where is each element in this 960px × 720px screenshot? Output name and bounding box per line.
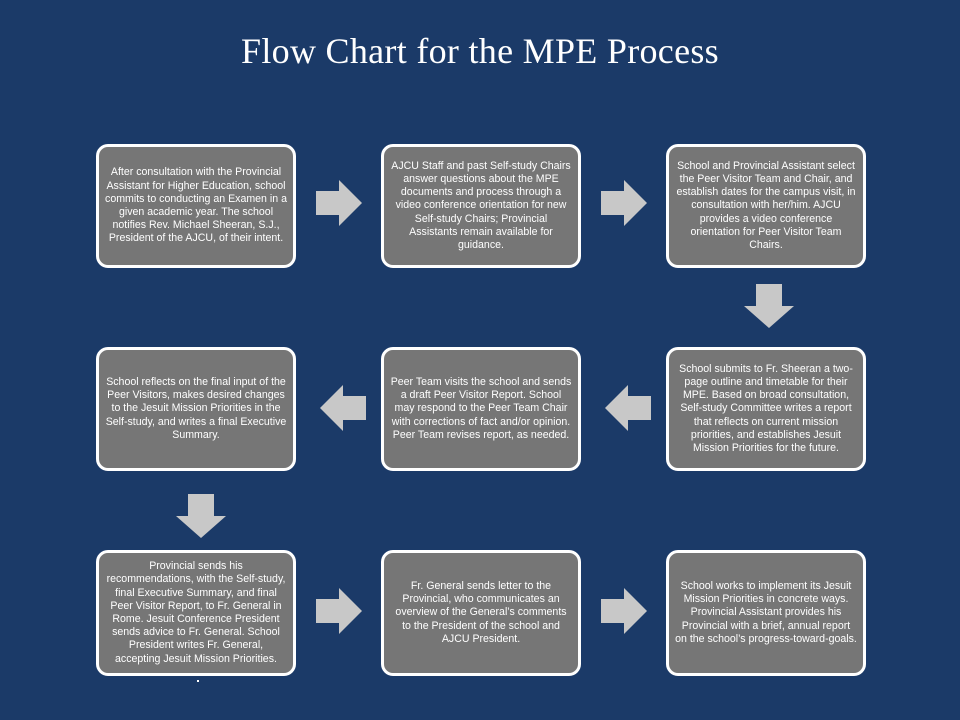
arrow-left-icon bbox=[605, 385, 651, 431]
step-text: School reflects on the final input of th… bbox=[105, 375, 287, 441]
arrow-left-icon bbox=[320, 385, 366, 431]
step-text: Peer Team visits the school and sends a … bbox=[390, 375, 572, 441]
page-title: Flow Chart for the MPE Process bbox=[241, 31, 719, 71]
step-box-1: After consultation with the Provincial A… bbox=[96, 144, 296, 268]
arrow-right-icon bbox=[316, 588, 362, 634]
step-text: School works to implement its Jesuit Mis… bbox=[675, 579, 857, 645]
step-text: After consultation with the Provincial A… bbox=[105, 166, 287, 245]
step-text: School and Provincial Assistant select t… bbox=[676, 159, 856, 251]
arrow-right-icon bbox=[316, 180, 362, 226]
step-box-5: Peer Team visits the school and sends a … bbox=[381, 347, 581, 471]
step-box-8: Fr. General sends letter to the Provinci… bbox=[381, 550, 581, 676]
arrow-right-icon bbox=[601, 588, 647, 634]
arrow-down-icon bbox=[176, 494, 226, 538]
step-box-7: Provincial sends his recommendations, wi… bbox=[96, 550, 296, 676]
step-text: AJCU Staff and past Self-study Chairs an… bbox=[391, 159, 571, 251]
arrow-down-icon bbox=[744, 284, 794, 328]
step-box-6: School reflects on the final input of th… bbox=[96, 347, 296, 471]
footnote-dot bbox=[197, 680, 199, 682]
step-text: School submits to Fr. Sheeran a two-page… bbox=[679, 362, 853, 454]
step-box-9: School works to implement its Jesuit Mis… bbox=[666, 550, 866, 676]
step-box-3: School and Provincial Assistant select t… bbox=[666, 144, 866, 268]
step-text: Fr. General sends letter to the Provinci… bbox=[395, 579, 567, 645]
step-box-4: School submits to Fr. Sheeran a two-page… bbox=[666, 347, 866, 471]
step-box-2: AJCU Staff and past Self-study Chairs an… bbox=[381, 144, 581, 268]
arrow-right-icon bbox=[601, 180, 647, 226]
step-text: Provincial sends his recommendations, wi… bbox=[106, 560, 286, 665]
